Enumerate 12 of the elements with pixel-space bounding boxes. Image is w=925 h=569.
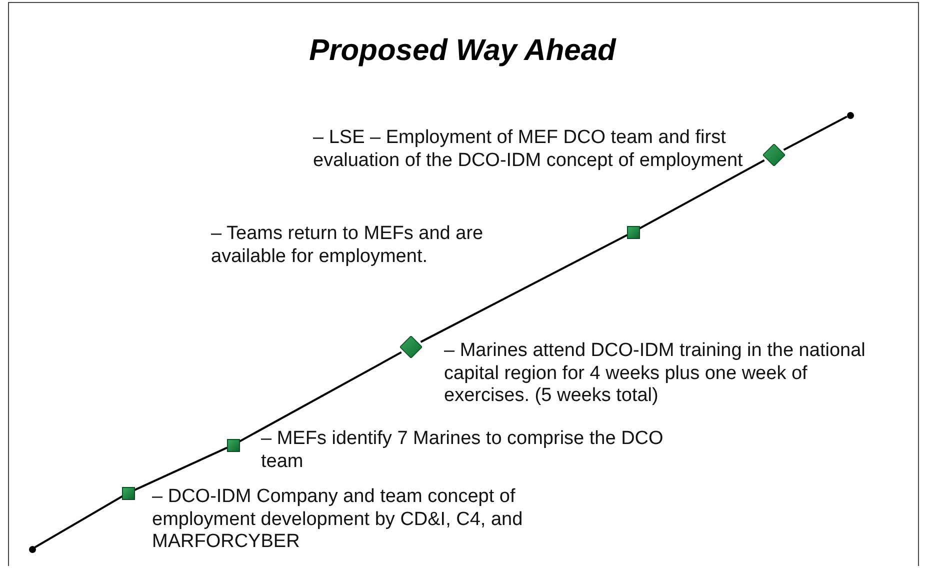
- title: Proposed Way Ahead: [308, 34, 618, 68]
- timeline-line: [34, 495, 123, 548]
- timeline-line: [420, 234, 628, 343]
- milestone-text: – MEFs identify 7 Marines to comprise the DCO team: [261, 428, 664, 473]
- timeline-line: [783, 116, 848, 151]
- milestone-text: – DCO-IDM Company and team concept of employment development by CD&I, C4, and MARFORCYBER: [152, 486, 524, 554]
- timeline-line: [638, 159, 765, 230]
- milestone-text: – Marines attend DCO-IDM training in the national capital region for 4 weeks plus one week of exercises. (5 weeks total): [444, 340, 866, 408]
- timeline-line: [134, 446, 228, 492]
- milestone-text: – Teams return to MEFs and are available for employment.: [211, 223, 484, 268]
- milestone-text: – LSE – Employment of MEF DCO team and first evaluation of the DCO-IDM concept of employment: [313, 127, 744, 172]
- timeline-line: [238, 351, 402, 443]
